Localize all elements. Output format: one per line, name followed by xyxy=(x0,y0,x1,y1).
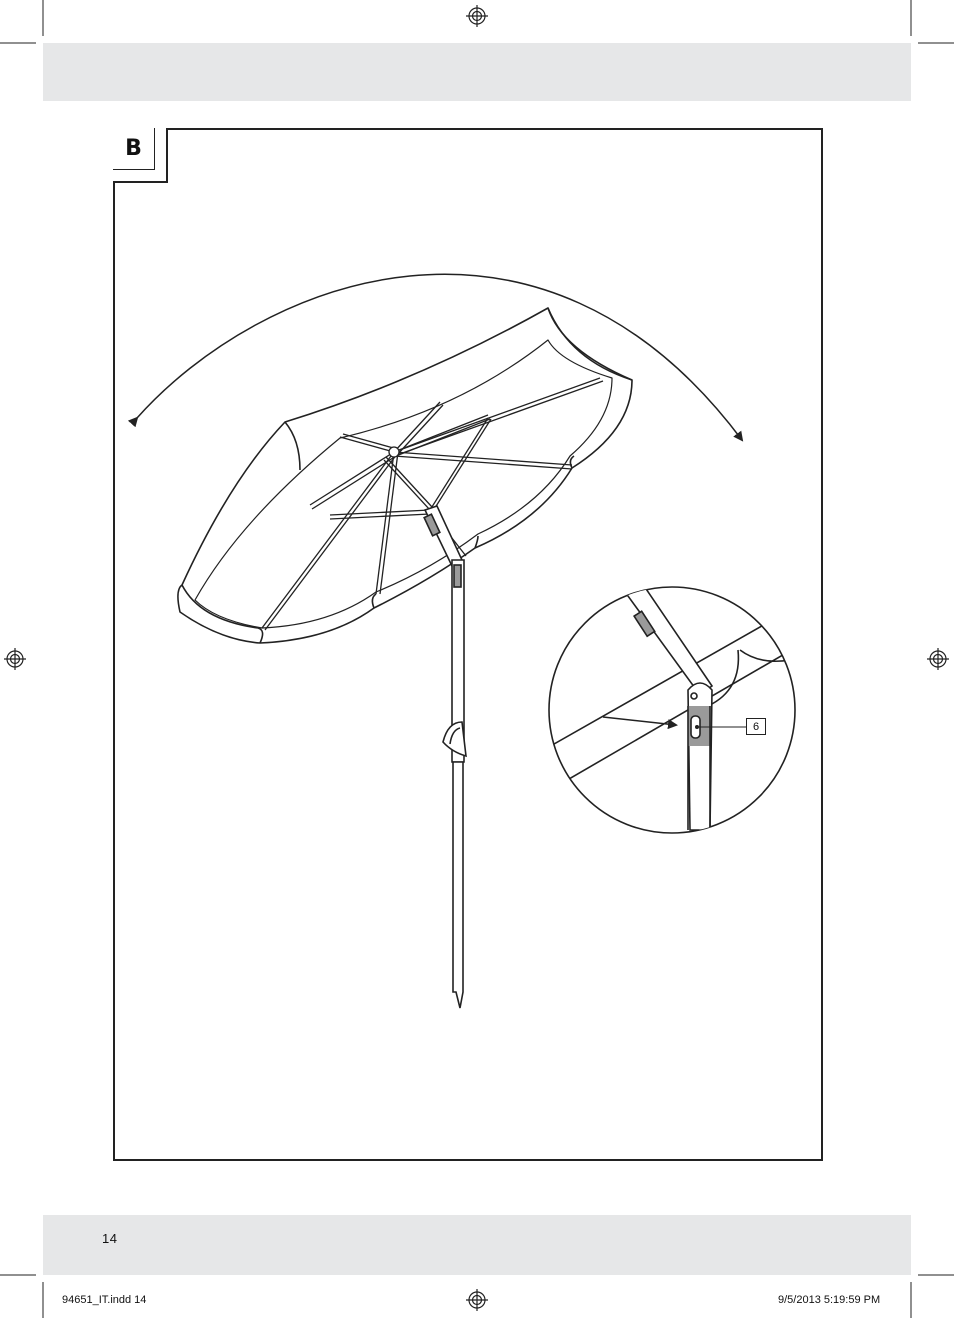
callout-label: 6 xyxy=(746,718,766,735)
umbrella-canopy xyxy=(178,308,632,643)
slug-file: 94651_IT.indd 14 xyxy=(62,1294,146,1306)
umbrella-pole xyxy=(424,506,466,1008)
page-number: 14 xyxy=(102,1231,117,1246)
callout-dot xyxy=(695,725,699,729)
detail-magnifier xyxy=(549,587,795,833)
figure-badge: B xyxy=(113,128,155,170)
slug-date: 9/5/2013 5:19:59 PM xyxy=(778,1294,880,1306)
